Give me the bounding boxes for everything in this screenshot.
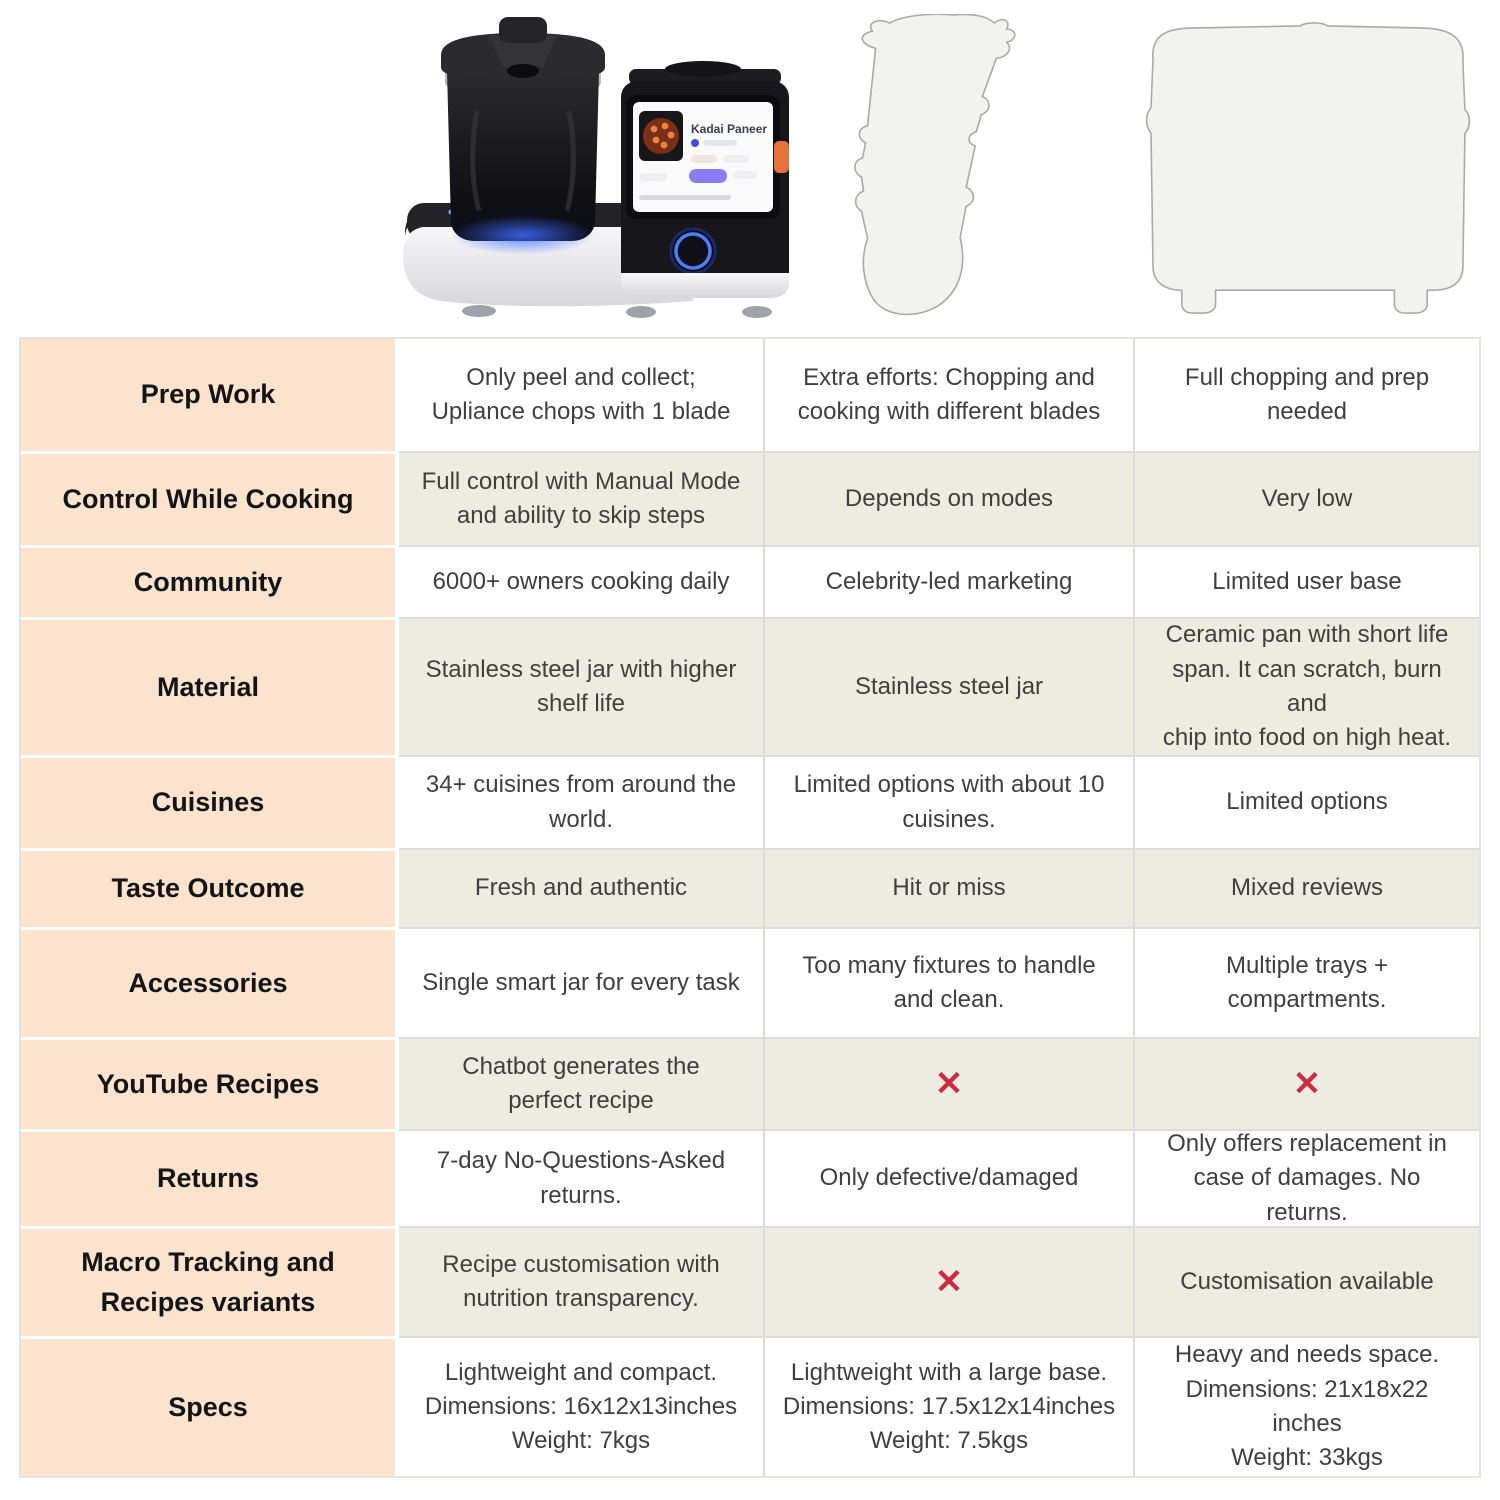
cell-macro-tracking-and-recipes-variants-col2: ✕ bbox=[765, 1226, 1135, 1336]
cell-cuisines-col1: 34+ cuisines from around the world. bbox=[399, 755, 765, 848]
cell-community-col2: Celebrity-led marketing bbox=[765, 545, 1135, 617]
cell-accessories-col3: Multiple trays + compartments. bbox=[1135, 927, 1479, 1037]
control-knob bbox=[669, 227, 717, 275]
cell-prep-work-col2: Extra efforts: Chopping and cooking with… bbox=[765, 339, 1135, 451]
smart-jar bbox=[441, 17, 605, 255]
row-label-specs: Specs bbox=[21, 1336, 399, 1476]
row-label-taste-outcome: Taste Outcome bbox=[21, 848, 399, 927]
cell-taste-outcome-col1: Fresh and authentic bbox=[399, 848, 765, 927]
cell-specs-col2: Lightweight with a large base. Dimension… bbox=[765, 1336, 1135, 1476]
cell-accessories-col1: Single smart jar for every task bbox=[399, 927, 765, 1037]
cell-macro-tracking-and-recipes-variants-col1: Recipe customisation with nutrition tran… bbox=[399, 1226, 765, 1336]
appliance-feet bbox=[462, 305, 772, 318]
row-label-material: Material bbox=[21, 617, 399, 755]
display-unit: Kadai Paneer bbox=[621, 61, 789, 298]
row-label-youtube-recipes: YouTube Recipes bbox=[21, 1037, 399, 1129]
row-label-prep-work: Prep Work bbox=[21, 339, 399, 451]
x-mark-icon: ✕ bbox=[934, 1263, 964, 1301]
competitor-2-silhouette bbox=[1120, 18, 1484, 316]
cell-material-col3: Ceramic pan with short life span. It can… bbox=[1135, 617, 1479, 755]
row-label-community: Community bbox=[21, 545, 399, 617]
cell-control-while-cooking-col3: Very low bbox=[1135, 451, 1479, 545]
cell-community-col3: Limited user base bbox=[1135, 545, 1479, 617]
cell-returns-col2: Only defective/damaged bbox=[765, 1129, 1135, 1226]
cell-control-while-cooking-col1: Full control with Manual Mode and abilit… bbox=[399, 451, 765, 545]
cell-prep-work-col1: Only peel and collect; Upliance chops wi… bbox=[399, 339, 765, 451]
cell-community-col1: 6000+ owners cooking daily bbox=[399, 545, 765, 617]
cell-specs-col1: Lightweight and compact. Dimensions: 16x… bbox=[399, 1336, 765, 1476]
cell-material-col2: Stainless steel jar bbox=[765, 617, 1135, 755]
upliance-appliance-illustration: Kadai Paneer bbox=[403, 17, 789, 318]
cell-accessories-col2: Too many fixtures to handle and clean. bbox=[765, 927, 1135, 1037]
cell-taste-outcome-col2: Hit or miss bbox=[765, 848, 1135, 927]
screen-action-pill bbox=[689, 169, 727, 183]
x-mark-icon: ✕ bbox=[1292, 1065, 1322, 1103]
cell-taste-outcome-col3: Mixed reviews bbox=[1135, 848, 1479, 927]
upliance-product-image: Kadai Paneer bbox=[393, 10, 793, 322]
row-label-accessories: Accessories bbox=[21, 927, 399, 1037]
cell-youtube-recipes-col1: Chatbot generates the perfect recipe bbox=[399, 1037, 765, 1129]
row-label-cuisines: Cuisines bbox=[21, 755, 399, 848]
cell-material-col1: Stainless steel jar with higher shelf li… bbox=[399, 617, 765, 755]
cell-cuisines-col3: Limited options bbox=[1135, 755, 1479, 848]
row-label-macro-tracking-and-recipes-variants: Macro Tracking and Recipes variants bbox=[21, 1226, 399, 1336]
orange-tab bbox=[774, 141, 789, 173]
competitor-2-outline bbox=[1145, 22, 1471, 314]
cell-control-while-cooking-col2: Depends on modes bbox=[765, 451, 1135, 545]
cell-youtube-recipes-col2: ✕ bbox=[765, 1037, 1135, 1129]
product-images-row: Kadai Paneer bbox=[0, 0, 1500, 337]
x-mark-icon: ✕ bbox=[934, 1065, 964, 1103]
competitor-1-silhouette bbox=[812, 14, 1060, 316]
cell-macro-tracking-and-recipes-variants-col3: Customisation available bbox=[1135, 1226, 1479, 1336]
cell-returns-col3: Only offers replacement in case of damag… bbox=[1135, 1129, 1479, 1226]
row-label-returns: Returns bbox=[21, 1129, 399, 1226]
row-label-control-while-cooking: Control While Cooking bbox=[21, 451, 399, 545]
cell-specs-col3: Heavy and needs space. Dimensions: 21x18… bbox=[1135, 1336, 1479, 1476]
cell-returns-col1: 7-day No-Questions-Asked returns. bbox=[399, 1129, 765, 1226]
cell-cuisines-col2: Limited options with about 10 cuisines. bbox=[765, 755, 1135, 848]
cell-prep-work-col3: Full chopping and prep needed bbox=[1135, 339, 1479, 451]
screen-recipe-title: Kadai Paneer bbox=[691, 122, 767, 136]
cell-youtube-recipes-col3: ✕ bbox=[1135, 1037, 1479, 1129]
competitor-1-outline bbox=[854, 14, 1016, 316]
